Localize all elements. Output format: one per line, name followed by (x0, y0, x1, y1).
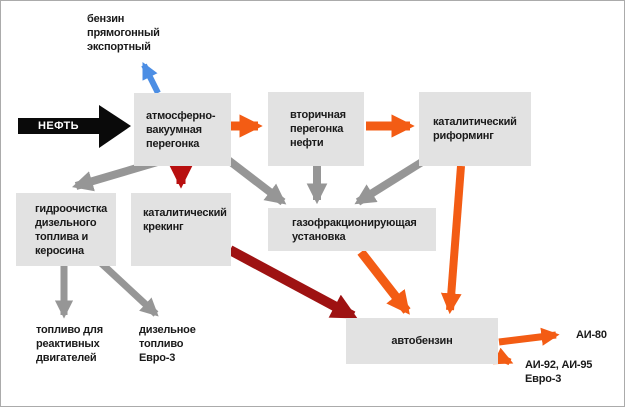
arrow-reforming-to-gasoline (440, 165, 465, 315)
node-gas-fractionation-unit: газофракционирующая установка (268, 208, 436, 251)
arrow-gasoline-to-ai80 (498, 327, 560, 346)
arrow-gasoline-to-ai92_95 (492, 347, 514, 366)
arrow-hydro-to-diesel (98, 260, 159, 317)
product-ai92-95-euro3-label: АИ-92, АИ-95 Евро-3 (525, 359, 593, 385)
product-straight-run-gasoline-label: бензин прямогонный экспортный (87, 13, 160, 53)
product-diesel-euro3-label: дизельное топливо Евро-3 (139, 324, 196, 364)
crude-oil-label: НЕФТЬ (38, 120, 79, 132)
arrow-avd-to-gfu (220, 152, 287, 206)
product-ai80-label: АИ-80 (576, 329, 607, 341)
node-diesel-kerosene-hydrotreating: гидроочистка дизельного топлива и кероси… (16, 193, 116, 266)
node-secondary-distillation: вторичная перегонка нефти (268, 92, 364, 166)
product-jet-fuel-label: топливо для реактивных двигателей (36, 324, 103, 364)
arrow-cracking-to-gasoline (227, 245, 358, 321)
arrow-reforming-to-gfu (354, 153, 433, 206)
node-catalytic-reforming: каталитический риформинг (419, 92, 531, 166)
node-motor-gasoline: автобензин (346, 318, 498, 364)
arrow-gfu-to-gasoline (357, 249, 411, 315)
node-catalytic-cracking: каталитический крекинг (131, 193, 231, 266)
crude-oil-input-arrow (18, 105, 131, 148)
node-atmospheric-vacuum-distillation: атмосферно- вакуумная перегонка (134, 93, 231, 166)
arrow-avd-to-straight_run (141, 61, 161, 95)
